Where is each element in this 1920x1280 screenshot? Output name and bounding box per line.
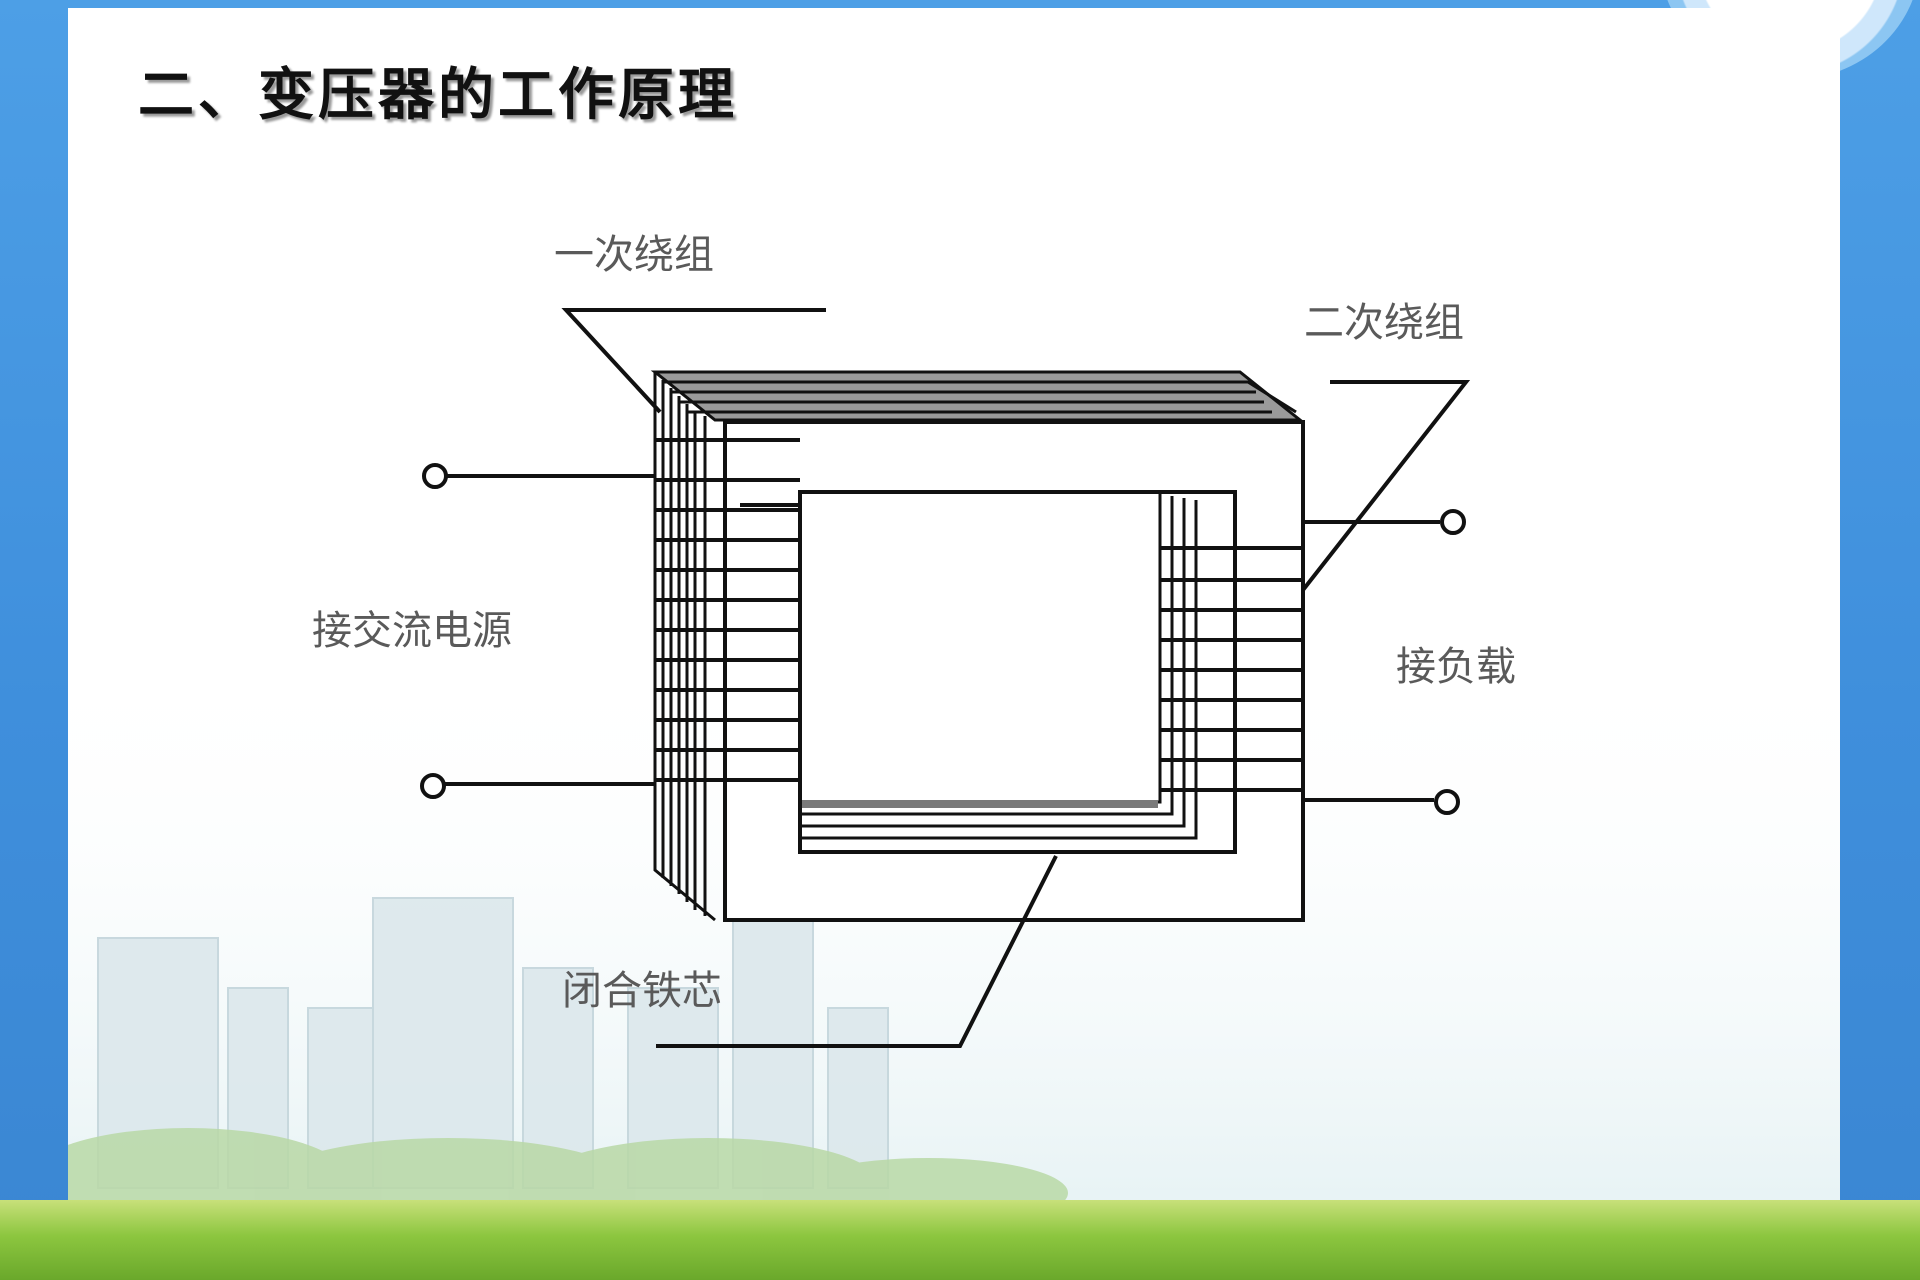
slide-title: 二、变压器的工作原理 bbox=[138, 63, 738, 128]
label-load: 接负载 bbox=[1396, 644, 1516, 690]
city-skyline-illustration bbox=[68, 648, 1840, 1218]
closed-core-leader bbox=[656, 855, 1058, 1048]
primary-winding-coil bbox=[655, 438, 800, 782]
terminal-primary-top bbox=[422, 463, 448, 489]
secondary-winding-coil bbox=[1160, 546, 1303, 792]
terminal-primary-bottom bbox=[420, 773, 446, 799]
primary-winding-leader bbox=[561, 308, 826, 414]
label-primary-winding: 一次绕组 bbox=[554, 232, 714, 278]
terminal-secondary-top bbox=[1440, 509, 1466, 535]
label-secondary-winding: 二次绕组 bbox=[1304, 300, 1464, 346]
secondary-winding-leader bbox=[1301, 380, 1471, 592]
terminal-secondary-bottom bbox=[1434, 789, 1460, 815]
label-closed-core: 闭合铁芯 bbox=[562, 968, 722, 1014]
label-ac-source: 接交流电源 bbox=[312, 608, 512, 654]
grass-strip bbox=[0, 1200, 1920, 1280]
core-laminations bbox=[650, 370, 1305, 922]
